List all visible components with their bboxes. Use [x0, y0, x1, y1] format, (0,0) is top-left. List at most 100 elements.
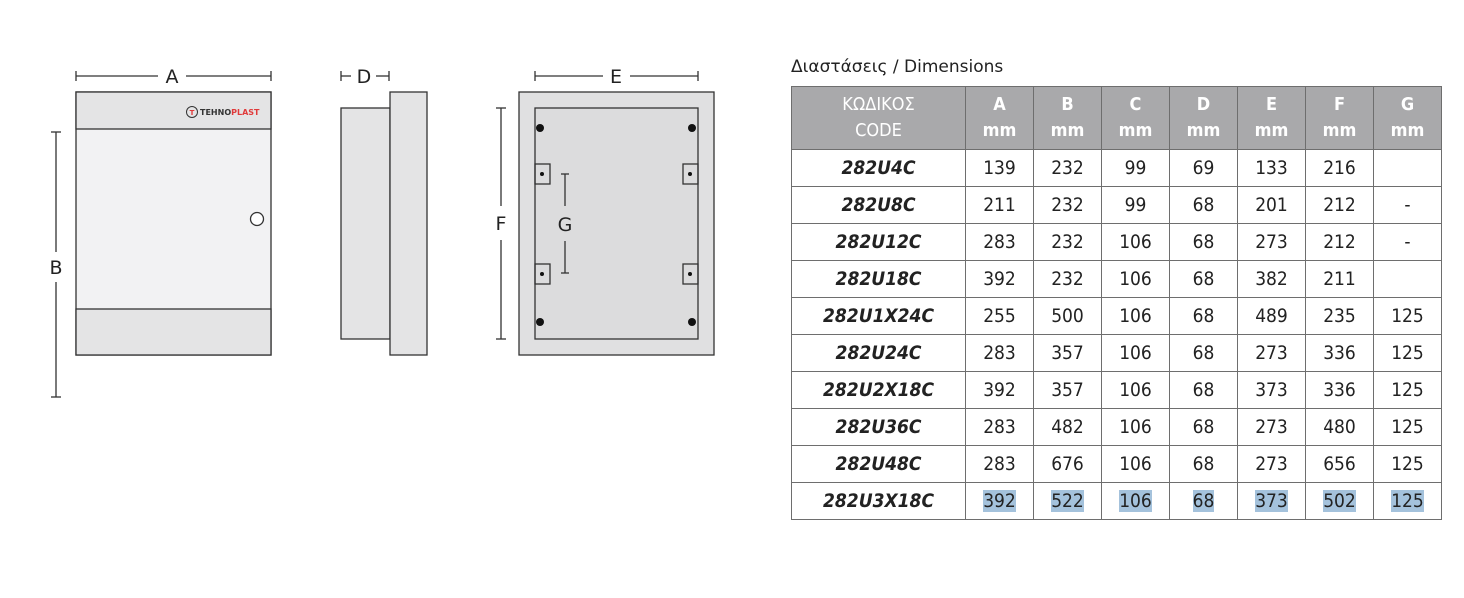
dimension-cell: 212	[1305, 186, 1374, 224]
header-letter: C	[1129, 94, 1142, 115]
dimension-cell: 216	[1305, 149, 1374, 187]
dimension-value: 232	[1051, 194, 1084, 216]
dimension-value: 106	[1119, 268, 1152, 290]
dimension-cell: 106	[1101, 482, 1170, 520]
header-unit: mm	[1118, 120, 1153, 141]
dimension-value: 216	[1323, 157, 1356, 179]
dimension-value: 106	[1119, 305, 1152, 327]
dimension-value: 273	[1255, 416, 1288, 438]
dimension-value: 106	[1119, 231, 1152, 253]
dimension-value: 232	[1051, 268, 1084, 290]
dimension-cell: 373	[1237, 371, 1306, 409]
dimension-value: 489	[1255, 305, 1288, 327]
dimension-cell: 336	[1305, 334, 1374, 372]
dimension-cell: 106	[1101, 445, 1170, 483]
mounting-holes	[536, 124, 696, 326]
dimension-value: 125	[1391, 379, 1424, 401]
header-unit: mm	[1050, 120, 1085, 141]
dimension-value: 373	[1255, 490, 1288, 512]
dimension-value: 283	[983, 416, 1016, 438]
dimension-value: 357	[1051, 379, 1084, 401]
dimension-cell: 273	[1237, 445, 1306, 483]
dimension-value: 676	[1051, 453, 1084, 475]
dimension-cell: 201	[1237, 186, 1306, 224]
table-title: Διαστάσεις / Dimensions	[791, 57, 1004, 77]
dimension-value: 232	[1051, 231, 1084, 253]
dimension-cell: 68	[1169, 223, 1238, 261]
dimension-cell: 357	[1033, 334, 1102, 372]
dimension-value: 273	[1255, 231, 1288, 253]
product-code: 282U36C	[791, 408, 966, 446]
dimension-cell: 211	[965, 186, 1034, 224]
dimension-value: 139	[983, 157, 1016, 179]
dimension-cell: 392	[965, 482, 1034, 520]
dimension-cell: 232	[1033, 149, 1102, 187]
dimension-cell: 125	[1373, 371, 1442, 409]
product-code: 282U2X18C	[791, 371, 966, 409]
product-code: 282U4C	[791, 149, 966, 187]
dimension-value: 336	[1323, 342, 1356, 364]
dim-label-a: A	[166, 66, 179, 88]
product-code: 282U24C	[791, 334, 966, 372]
product-code: 282U1X24C	[791, 297, 966, 335]
product-code: 282U12C	[791, 223, 966, 261]
dimension-cell: 106	[1101, 408, 1170, 446]
product-code: 282U18C	[791, 260, 966, 298]
dimension-cell: 283	[965, 445, 1034, 483]
dimension-cell: 68	[1169, 482, 1238, 520]
tehnoplast-logo: T TEHNOPLAST	[186, 106, 260, 118]
dimension-cell: 489	[1237, 297, 1306, 335]
dimension-cell: 125	[1373, 297, 1442, 335]
dimension-cell: 656	[1305, 445, 1374, 483]
svg-text:T: T	[190, 109, 195, 117]
dimension-cell: 211	[1305, 260, 1374, 298]
dimension-cell: 68	[1169, 260, 1238, 298]
dim-label-g: G	[558, 214, 573, 236]
dimension-cell: 139	[965, 149, 1034, 187]
side-view	[340, 71, 428, 356]
product-code: 282U8C	[791, 186, 966, 224]
dimension-cell: 482	[1033, 408, 1102, 446]
header-letter: D	[1196, 94, 1211, 115]
dimension-value: 255	[983, 305, 1016, 327]
dimension-value: 125	[1391, 416, 1424, 438]
product-code: 282U3X18C	[791, 482, 966, 520]
dimension-cell: 99	[1101, 186, 1170, 224]
dimension-value: 106	[1119, 342, 1152, 364]
dimension-value: -	[1404, 194, 1411, 216]
dimension-cell: 125	[1373, 408, 1442, 446]
dimension-value: 68	[1192, 490, 1215, 512]
dimension-value: 99	[1124, 194, 1147, 216]
dimension-cell: 676	[1033, 445, 1102, 483]
dimension-value: 502	[1323, 490, 1356, 512]
dimension-value: 68	[1192, 305, 1215, 327]
dimension-value: 68	[1192, 379, 1215, 401]
dimension-cell: 125	[1373, 445, 1442, 483]
dimension-cell: 502	[1305, 482, 1374, 520]
dimension-value: 273	[1255, 453, 1288, 475]
dimension-cell: 106	[1101, 297, 1170, 335]
dimension-cell: 392	[965, 371, 1034, 409]
dimension-diagrams: T TEHNOPLAST A B D E F G	[49, 66, 715, 398]
dimension-cell: 125	[1373, 334, 1442, 372]
dimension-value: 235	[1323, 305, 1356, 327]
dimension-cell	[1373, 260, 1442, 298]
dimension-value: 106	[1119, 379, 1152, 401]
dimension-cell: 283	[965, 408, 1034, 446]
dimension-cell: 68	[1169, 408, 1238, 446]
header-letter: A	[993, 94, 1006, 115]
dimension-cell: 357	[1033, 371, 1102, 409]
dimension-cell: 133	[1237, 149, 1306, 187]
dimension-cell: 522	[1033, 482, 1102, 520]
dimension-cell: 382	[1237, 260, 1306, 298]
dimension-cell: 273	[1237, 223, 1306, 261]
dimension-value: 656	[1323, 453, 1356, 475]
dimension-cell: 68	[1169, 297, 1238, 335]
